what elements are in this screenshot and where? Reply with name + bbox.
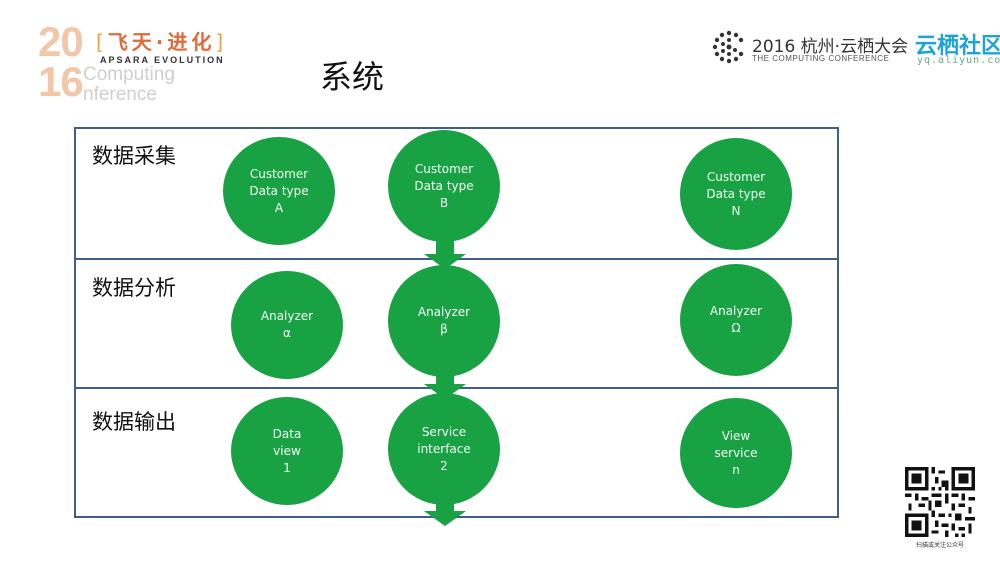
node-line: Analyzer	[417, 305, 471, 319]
conference-dots-icon	[712, 30, 744, 64]
logo-subtitle: APSARA EVOLUTION	[100, 55, 225, 65]
node-line: view	[273, 443, 301, 458]
row-label-output: 数据输出	[92, 410, 176, 434]
conference-name: 2016 杭州·云栖大会	[752, 37, 909, 57]
arrow-b-to-beta	[424, 240, 466, 269]
node-analyzer-alpha: Analyzer α	[231, 271, 343, 379]
conference-logo: 2016 杭州·云栖大会 THE COMPUTING CONFERENCE 云栖…	[712, 28, 1000, 68]
node-line: α	[283, 326, 291, 340]
node-customer-data-b: Customer Data type B	[388, 130, 500, 242]
node-line: 1	[283, 460, 291, 475]
page-title: 系统	[320, 58, 385, 96]
node-line: n	[732, 462, 740, 477]
logo-title-text: 飞天·进化	[107, 30, 216, 54]
logo-line-2: nference	[83, 84, 157, 105]
node-customer-data-n: Customer Data type N	[680, 138, 792, 250]
logo-year-top: 20	[38, 18, 84, 65]
row-label-collection: 数据采集	[92, 144, 176, 168]
node-line: Ω	[731, 321, 741, 335]
apsara-logo: 20 16 [飞天·进化] APSARA EVOLUTION Computing…	[38, 18, 253, 106]
node-customer-data-a: Customer Data type A	[223, 137, 335, 245]
node-analyzer-beta: Analyzer β	[388, 265, 500, 377]
node-line: service	[714, 445, 758, 460]
node-analyzer-omega: Analyzer Ω	[680, 264, 792, 376]
node-line: Customer	[414, 161, 474, 176]
node-line: Data	[272, 426, 302, 441]
node-service-interface-2: Service interface 2	[388, 393, 500, 505]
node-line: View	[721, 428, 751, 443]
node-line: N	[731, 203, 741, 218]
node-line: Service	[421, 424, 467, 439]
node-line: Data type	[706, 186, 766, 201]
arrow-beta-to-service	[424, 370, 466, 399]
qr-caption: 扫描或关注公众号	[915, 542, 964, 549]
logo-title: [飞天·进化]	[96, 30, 228, 54]
node-line: β	[440, 322, 448, 336]
node-line: A	[274, 200, 284, 215]
arrow-service-out	[424, 497, 466, 526]
node-line: Customer	[706, 169, 766, 184]
community-name: 云栖社区	[915, 34, 1000, 59]
logo-line-1: Computing	[83, 64, 175, 85]
node-line: Data type	[414, 178, 474, 193]
node-line: Customer	[249, 166, 309, 181]
node-view-service-n: View service n	[680, 398, 792, 508]
node-data-view-1: Data view 1	[231, 397, 343, 505]
node-line: Analyzer	[709, 304, 763, 318]
qr-code-icon	[905, 467, 975, 537]
node-line: Data type	[249, 183, 309, 198]
community-url: yq.aliyun.com	[917, 55, 1000, 66]
node-line: interface	[417, 441, 471, 456]
logo-year-bottom: 16	[38, 58, 84, 105]
conference-subtitle: THE COMPUTING CONFERENCE	[752, 54, 890, 63]
node-line: 2	[440, 458, 448, 473]
node-line: B	[439, 195, 449, 210]
node-line: Analyzer	[260, 309, 314, 323]
row-label-analysis: 数据分析	[92, 276, 176, 300]
